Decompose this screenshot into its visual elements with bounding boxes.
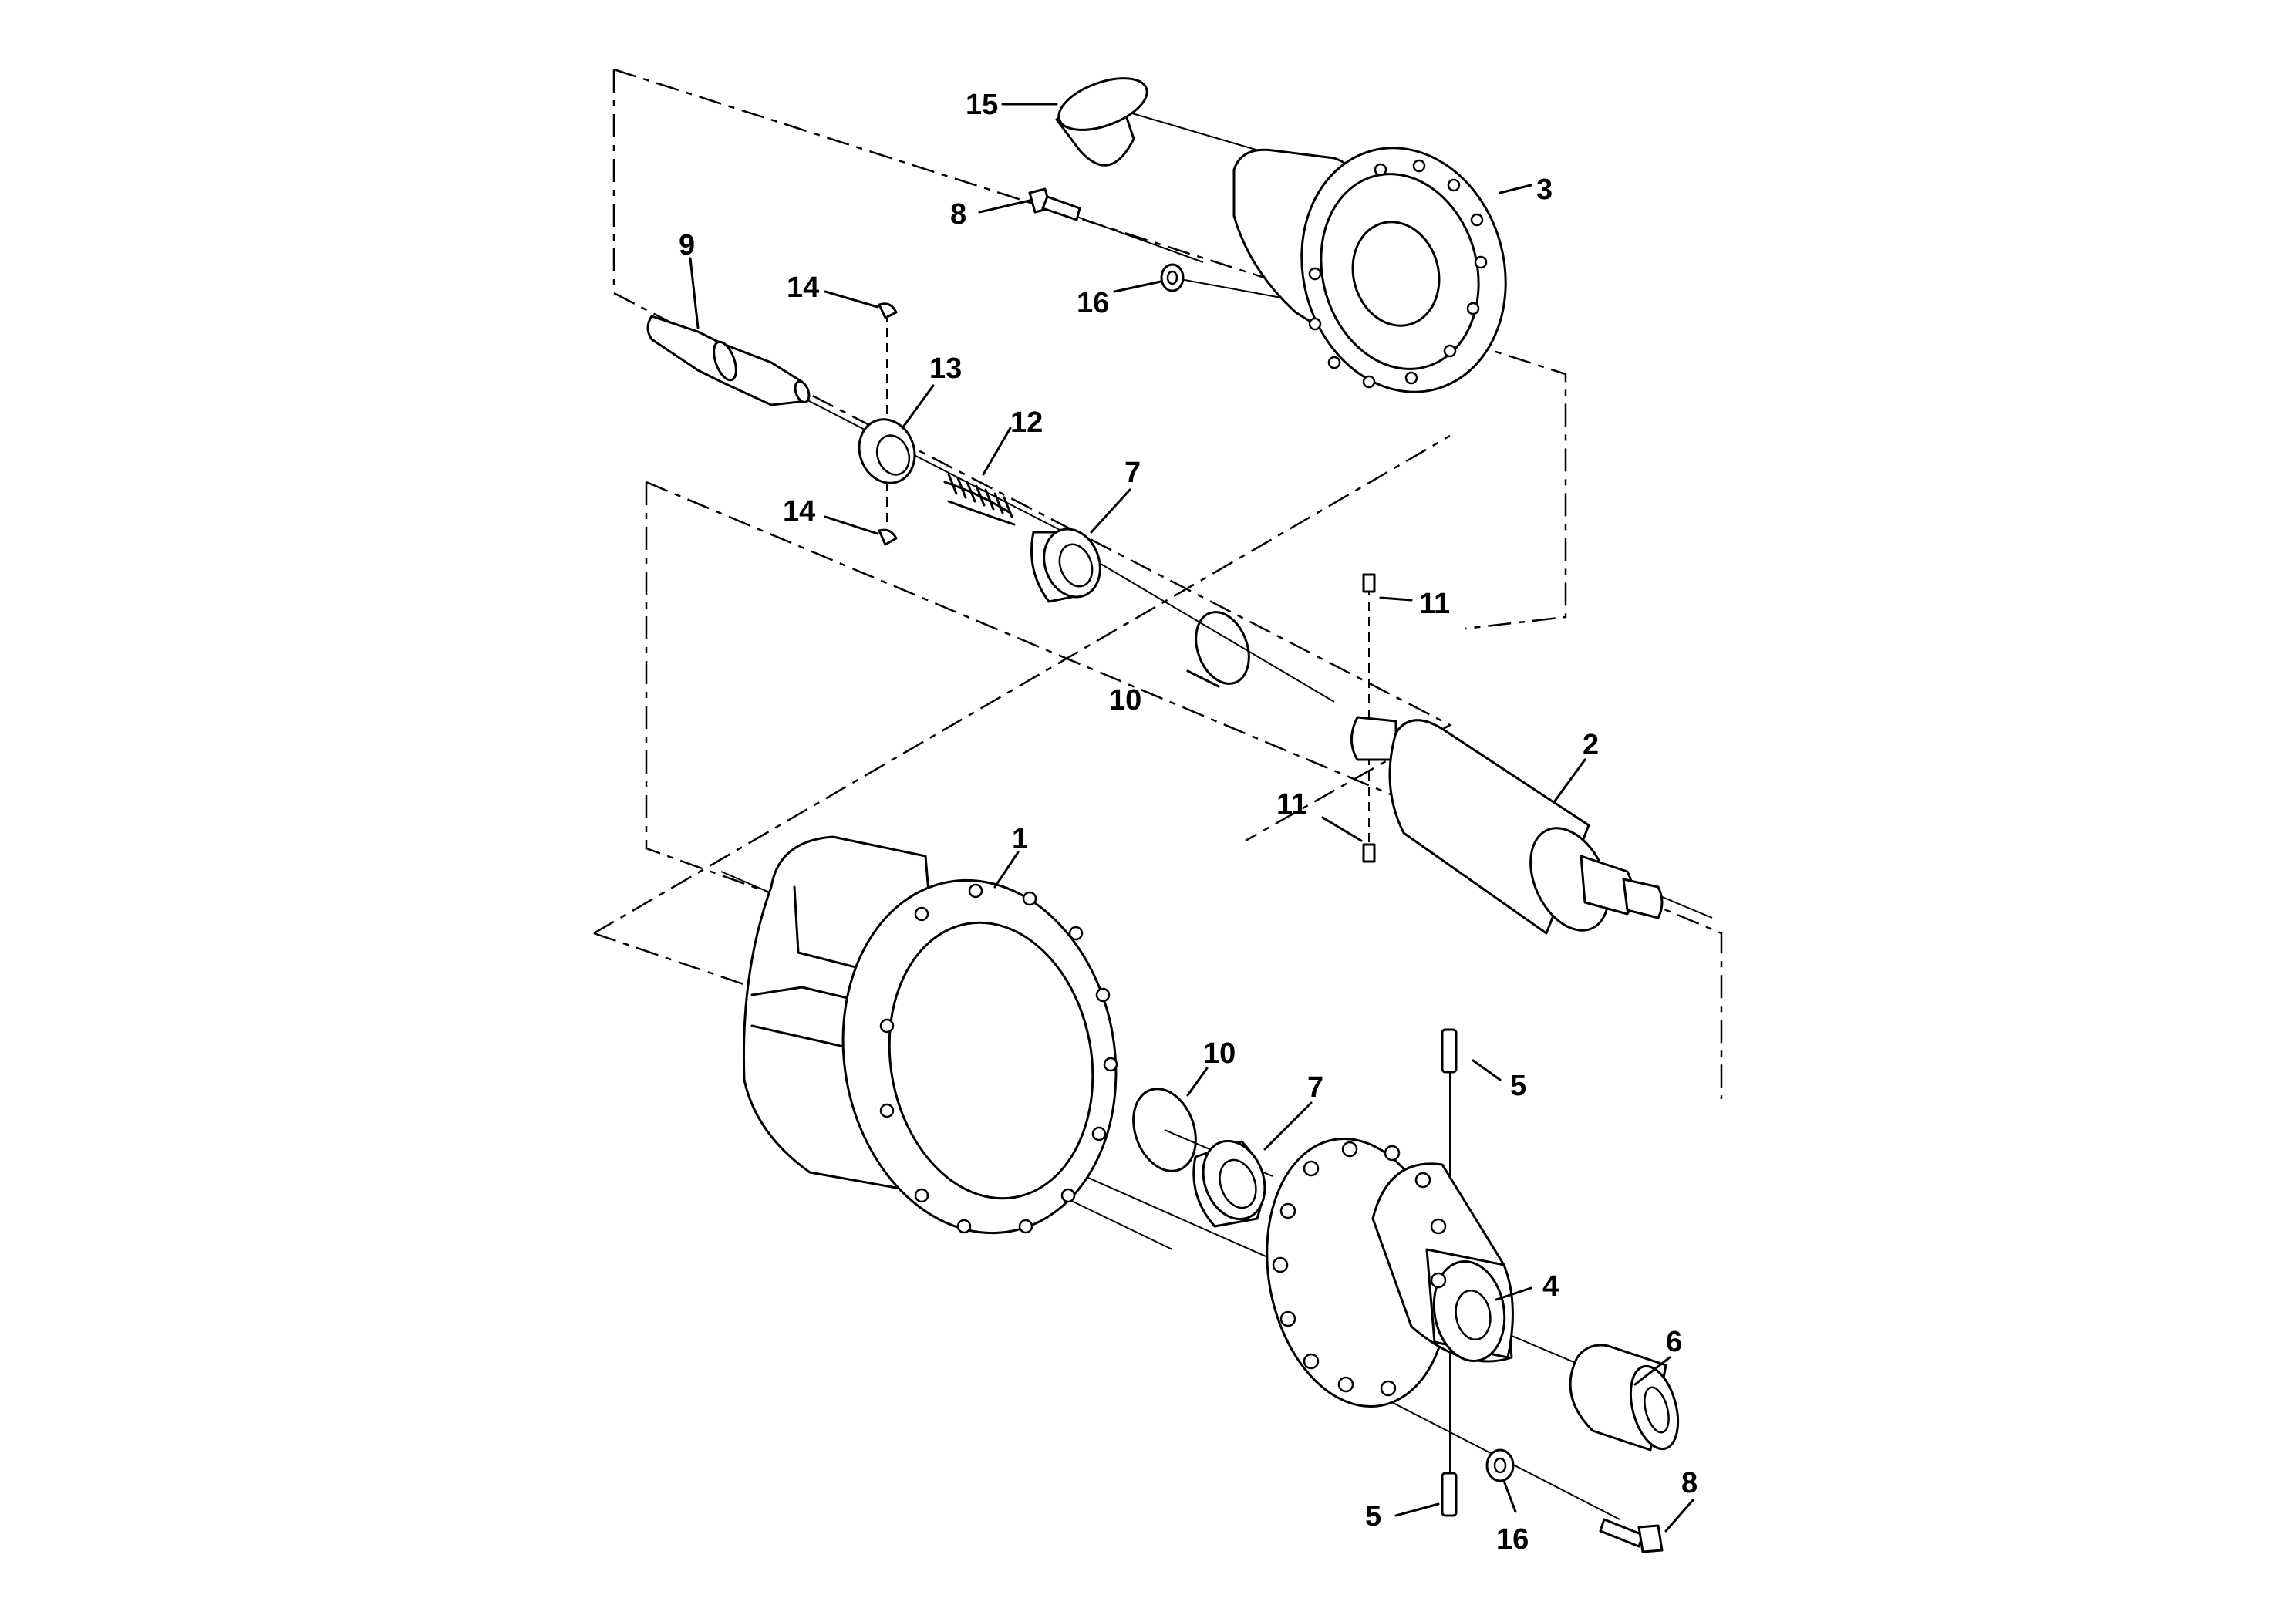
callout-5-lower: 5 <box>1365 1500 1381 1533</box>
callout-15: 15 <box>966 89 998 121</box>
callout-13: 13 <box>929 352 962 385</box>
callout-8-upper: 8 <box>950 198 966 231</box>
callout-2: 2 <box>1583 729 1599 761</box>
callout-14-lower: 14 <box>783 495 815 528</box>
part-5-pin-upper <box>1441 1028 1458 1074</box>
callout-10-lower: 10 <box>1203 1037 1236 1070</box>
callout-1: 1 <box>1012 823 1028 855</box>
part-7-bearing-upper <box>1030 528 1101 603</box>
callout-6: 6 <box>1666 1326 1682 1358</box>
callout-8-lower: 8 <box>1681 1467 1698 1499</box>
part-16-washer-lower <box>1485 1448 1515 1482</box>
callout-11-upper: 11 <box>1419 588 1450 620</box>
part-7-bearing-lower <box>1192 1139 1266 1228</box>
part-1-drum <box>742 835 1118 1235</box>
part-2-roller <box>1350 716 1664 935</box>
callout-labels: 15 8 3 16 9 14 13 12 14 7 11 10 2 11 1 1… <box>679 89 1698 1556</box>
callout-3: 3 <box>1536 174 1553 206</box>
part-15-ring <box>1055 77 1148 167</box>
part-14-retainer-upper <box>878 302 898 319</box>
callout-5-upper: 5 <box>1510 1070 1526 1102</box>
callout-9: 9 <box>679 229 695 261</box>
callout-7-lower: 7 <box>1307 1071 1323 1104</box>
callout-11-lower: 11 <box>1276 788 1307 821</box>
part-10-snap-ring-lower <box>1132 1088 1197 1172</box>
callout-10-upper: 10 <box>1109 684 1141 717</box>
part-5-pin-lower <box>1441 1472 1458 1517</box>
callout-7-upper: 7 <box>1124 457 1141 489</box>
callout-16-upper: 16 <box>1077 287 1109 319</box>
part-14-retainer-lower <box>878 528 898 546</box>
part-16-washer-upper <box>1160 263 1185 292</box>
part-8-bolt-upper <box>1028 187 1081 221</box>
part-3-housing <box>1232 147 1507 393</box>
part-11-pin-upper <box>1362 573 1376 593</box>
callout-14-upper: 14 <box>787 271 819 304</box>
callout-16-lower: 16 <box>1496 1523 1529 1556</box>
part-12-spring <box>943 473 1016 526</box>
part-8-bolt-lower <box>1599 1518 1664 1553</box>
part-6-sleeve <box>1569 1344 1680 1452</box>
part-13-bearing <box>858 418 916 484</box>
callout-4: 4 <box>1542 1270 1559 1303</box>
callout-12: 12 <box>1010 406 1043 439</box>
part-9-shaft <box>646 315 811 406</box>
part-4-hub <box>1266 1138 1514 1408</box>
part-10-snap-ring-upper <box>1195 611 1250 685</box>
leader-lines <box>689 103 1694 1533</box>
part-11-pin-lower <box>1362 843 1376 863</box>
